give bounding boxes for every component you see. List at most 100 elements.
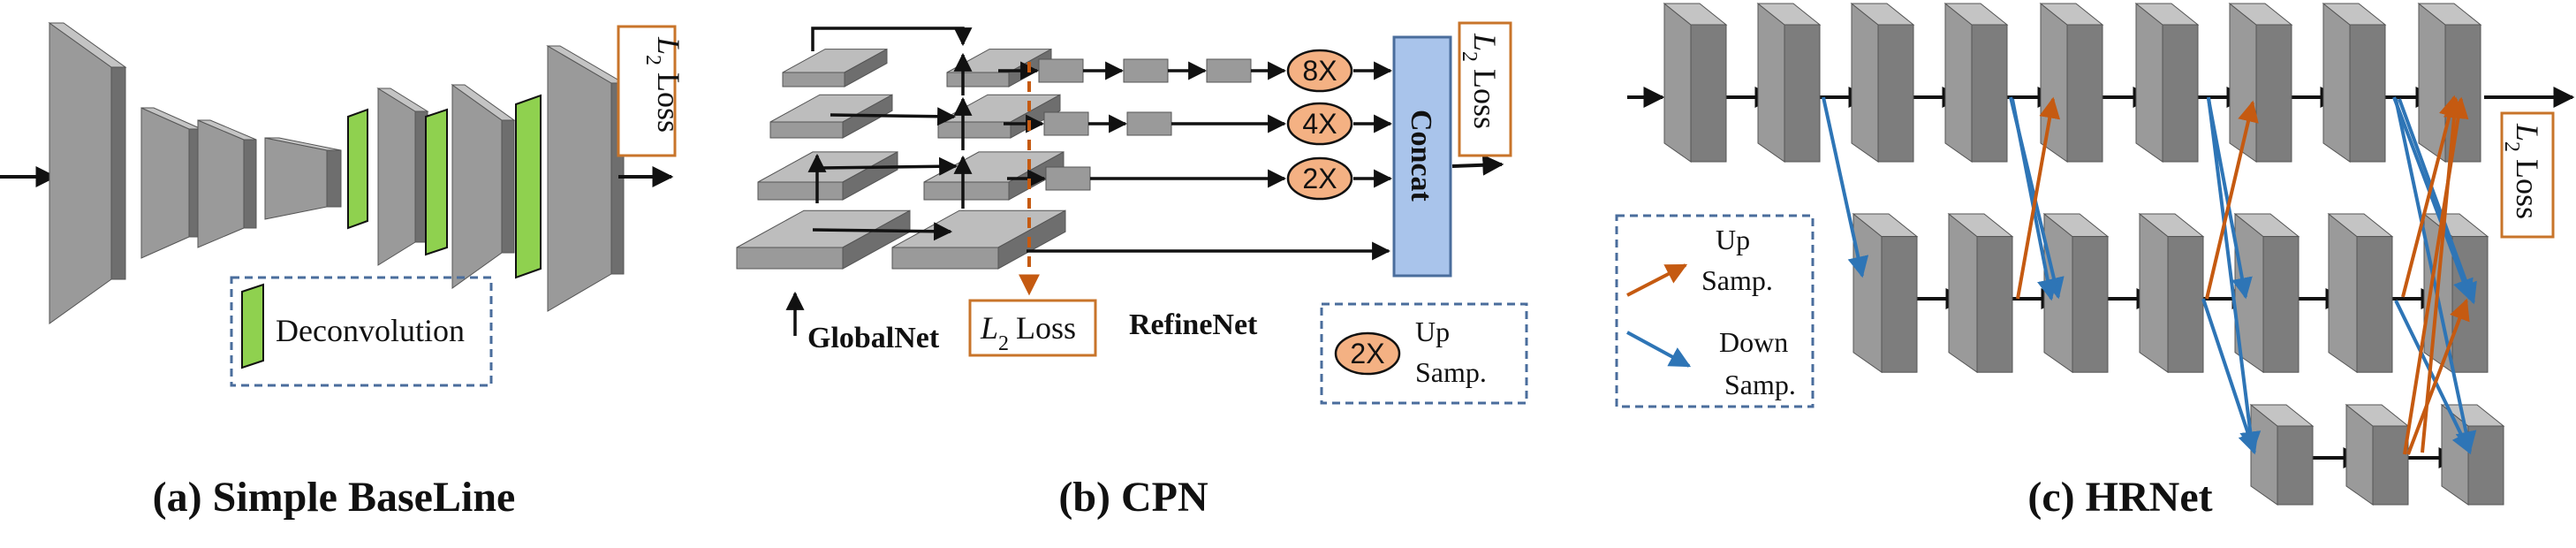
baseline-blocks [48,22,625,324]
upsample-tag [1286,102,1353,146]
cpn-link-2 [830,107,957,126]
refinenet-rows: 8X 4X 2X [998,49,1393,201]
hrnet-r2-block-1 [1852,212,1919,374]
hrnet-r2-block-3 [2042,212,2110,374]
cpn-link-3 [821,156,958,176]
down-arrow [2398,98,2477,305]
hrnet-r1-block-9 [2417,2,2482,163]
upsample-tag-text: 4X [1302,108,1337,140]
refine-slab-2 [937,94,1061,139]
upsample-legend-box [1320,302,1528,405]
bottleneck-block [1206,58,1252,83]
refinenet-loss-box [1458,21,1512,157]
baseline-block-1 [48,22,127,324]
up-arrow [2421,96,2465,453]
hrnet-blocks [1663,2,2505,506]
hrnet-r2-block-2 [1947,212,2014,374]
globalnet-slab-1 [782,48,888,88]
deconv-layer-3 [515,94,542,279]
bottleneck-block [1038,58,1084,83]
caption-b: (b) CPN [1058,474,1208,521]
down-arrow [1822,96,1869,278]
up-arrow [2406,298,2470,455]
upsample-legend-tag [1334,331,1401,376]
concat-output-arrow [1451,154,1504,176]
down-arrow [2207,98,2253,300]
cpn-top-skip [811,27,973,51]
caption-a: (a) Simple BaseLine [153,474,516,521]
upsample-legend-line2: Samp. [1415,356,1487,388]
hrnet-legend-box [1615,214,1815,408]
legend-down-line2: Samp. [1724,369,1796,400]
hrnet-r1-block-4 [1943,2,2009,163]
up-arrow [2401,95,2460,298]
globalnet-loss-box [968,299,1097,357]
upsample-tag-text: 8X [1302,55,1337,87]
hrnet-loss-text: L2Loss [2500,123,2545,219]
hrnet-r1-block-7 [2228,2,2293,163]
cpn-slabs [736,48,1066,270]
cpn-link-4 [812,222,953,241]
legend-down-arrow [1626,331,1692,368]
hrnet-r3-block-3 [2440,403,2505,506]
deconv-layer-1 [347,108,368,230]
bottleneck-block [1123,58,1169,83]
hrnet-r2-block-6 [2327,212,2394,374]
loss-text: L2Loss [641,36,686,133]
down-arrow [2392,96,2474,301]
upsample-tag [1286,49,1353,93]
globalnet-label: GlobalNet [807,322,940,354]
hrnet-r1-block-8 [2322,2,2387,163]
baseline-block-2 [140,107,202,259]
panel-hrnet: L2Loss Up Samp. Down Samp. (c) HRNet [1615,2,2575,521]
legend-up-arrow [1626,263,1688,297]
deconv-legend-label: Deconvolution [276,313,465,348]
deconv-legend-swatch [241,283,264,369]
upsample-legend-tag-text: 2X [1350,338,1384,369]
bottleneck-block [1043,111,1089,136]
hrnet-r3-block-2 [2345,403,2410,506]
deconv-layer-2 [425,108,448,256]
deconv-legend-box [230,276,493,387]
hrnet-r1-block-5 [2039,2,2104,163]
baseline-block-4 [264,137,342,220]
globalnet-slab-2 [769,94,893,139]
legend-up-line2: Samp. [1701,264,1773,296]
hrnet-loss-box [2500,111,2555,239]
globalnet-slab-3 [757,151,898,201]
upsample-legend-line1: Up [1415,316,1450,347]
down-arrow [2207,96,2262,453]
baseline-block-6 [451,84,516,289]
concat-label: Concat [1405,110,1437,202]
baseline-block-7 [546,45,625,312]
baseline-block-5 [376,88,429,266]
down-arrow [2011,98,2058,301]
up-arrow [2016,96,2061,300]
bottleneck-block [1045,166,1091,191]
globalnet-slab-4 [736,209,911,270]
hrnet-r1-block-1 [1663,2,1728,163]
refine-slab-3 [923,151,1064,201]
hrnet-r1-block-3 [1850,2,1915,163]
bottleneck-block [1126,111,1172,136]
down-arrow [2394,300,2472,455]
hrnet-r1-block-6 [2134,2,2200,163]
legend-down-line1: Down [1719,326,1788,358]
hrnet-r3-block-1 [2249,403,2315,506]
up-arrow [2205,100,2259,300]
loss-box [617,25,677,157]
concat-block [1392,35,1452,278]
down-arrow [2201,298,2259,455]
refinenet-label: RefineNet [1129,308,1258,341]
upsample-tag-text: 2X [1302,163,1337,194]
hrnet-r1-block-2 [1756,2,1822,163]
upsample-tag [1286,156,1353,201]
baseline-block-3 [197,119,257,248]
caption-c: (c) HRNet [2027,474,2212,521]
refinenet-loss-text: L2Loss [1458,33,1503,129]
panel-simple-baseline: L2Loss Deconvolution (a) Simple BaseLine [0,22,686,521]
hrnet-fusion-arrows [1822,95,2477,455]
